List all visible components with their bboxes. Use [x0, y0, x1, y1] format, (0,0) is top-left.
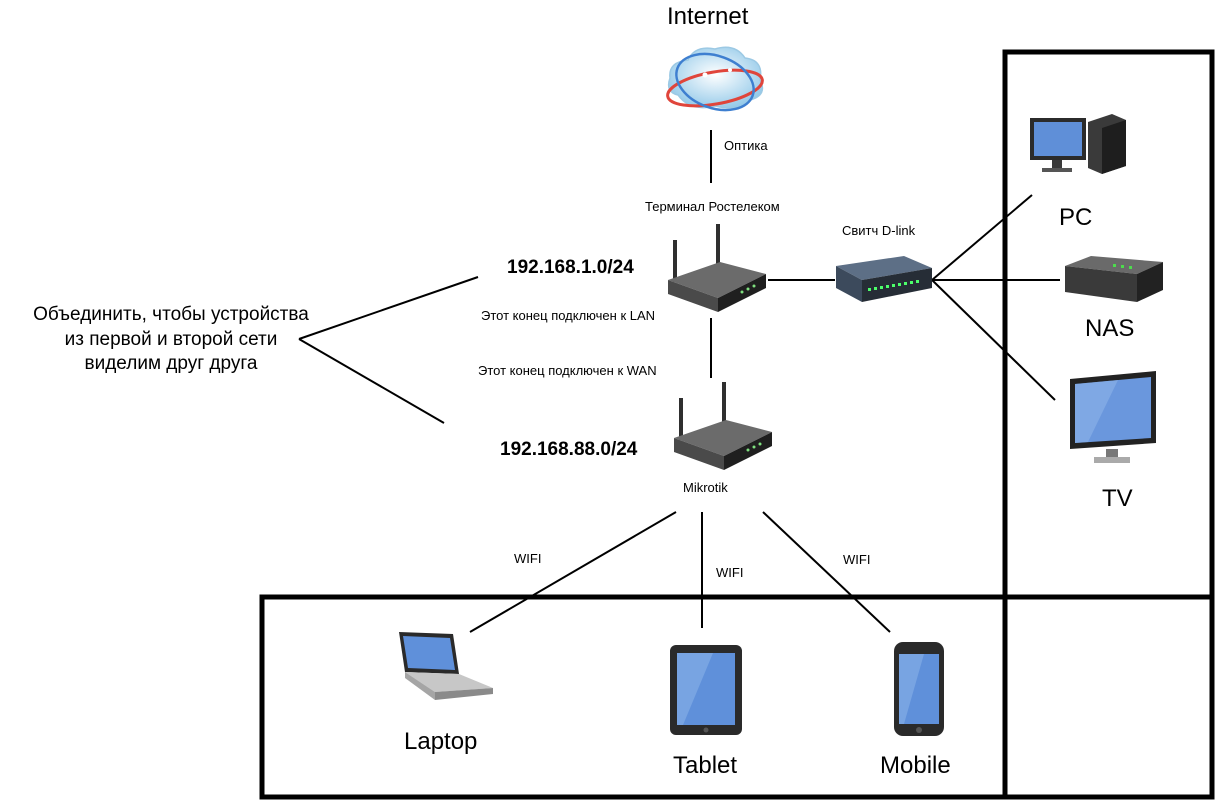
- note-arrow-down: [298, 338, 445, 424]
- terminal-label: Терминал Ростелеком: [645, 199, 780, 214]
- link-mikrotik-mobile: [762, 511, 891, 633]
- pc-label: PC: [1059, 204, 1093, 231]
- lan-end-label: Этот конец подключен к LAN: [481, 308, 656, 323]
- note-arrow-up: [298, 276, 479, 340]
- cloud-globe-icon: [666, 46, 764, 112]
- note-line-1: Объединить, чтобы устройства: [33, 304, 309, 325]
- mikrotik-router-icon: [674, 382, 772, 470]
- wifi-mobile-label: WIFI: [843, 552, 871, 567]
- mobile-phone-icon: [894, 642, 944, 736]
- mikrotik-label: Mikrotik: [683, 480, 728, 495]
- group-box-wireless: [259, 594, 1215, 800]
- tablet-icon: [670, 645, 742, 735]
- note-line-2: из первой и второй сети: [64, 328, 278, 350]
- link-switch-tv: [931, 279, 1056, 401]
- wifi-laptop-label: WIFI: [514, 551, 542, 566]
- mobile-label: Mobile: [880, 752, 951, 779]
- link-mikrotik-laptop: [469, 511, 677, 633]
- switch-label: Свитч D-link: [842, 223, 916, 238]
- laptop-icon: [399, 632, 493, 700]
- tv-label: TV: [1102, 485, 1133, 512]
- note-line-3: виделим друг друга: [84, 353, 258, 375]
- tv-icon: [1070, 371, 1156, 463]
- nas-icon: [1065, 256, 1163, 302]
- tablet-label: Tablet: [673, 752, 738, 779]
- wifi-tablet-label: WIFI: [716, 565, 744, 580]
- internet-label: Internet: [667, 3, 749, 30]
- network-first-label: 192.168.1.0/24: [507, 257, 634, 278]
- merge-networks-note: Объединить, чтобы устройства из первой и…: [6, 303, 336, 377]
- pc-icon: [1030, 114, 1126, 174]
- optics-link-label: Оптика: [724, 138, 768, 153]
- network-second-label: 192.168.88.0/24: [500, 439, 638, 460]
- terminal-router-icon: [668, 224, 766, 312]
- laptop-label: Laptop: [404, 728, 478, 755]
- link-switch-pc: [931, 194, 1033, 281]
- switch-icon: [836, 256, 932, 302]
- nas-label: NAS: [1085, 315, 1135, 342]
- wan-end-label: Этот конец подключен к WAN: [478, 363, 657, 378]
